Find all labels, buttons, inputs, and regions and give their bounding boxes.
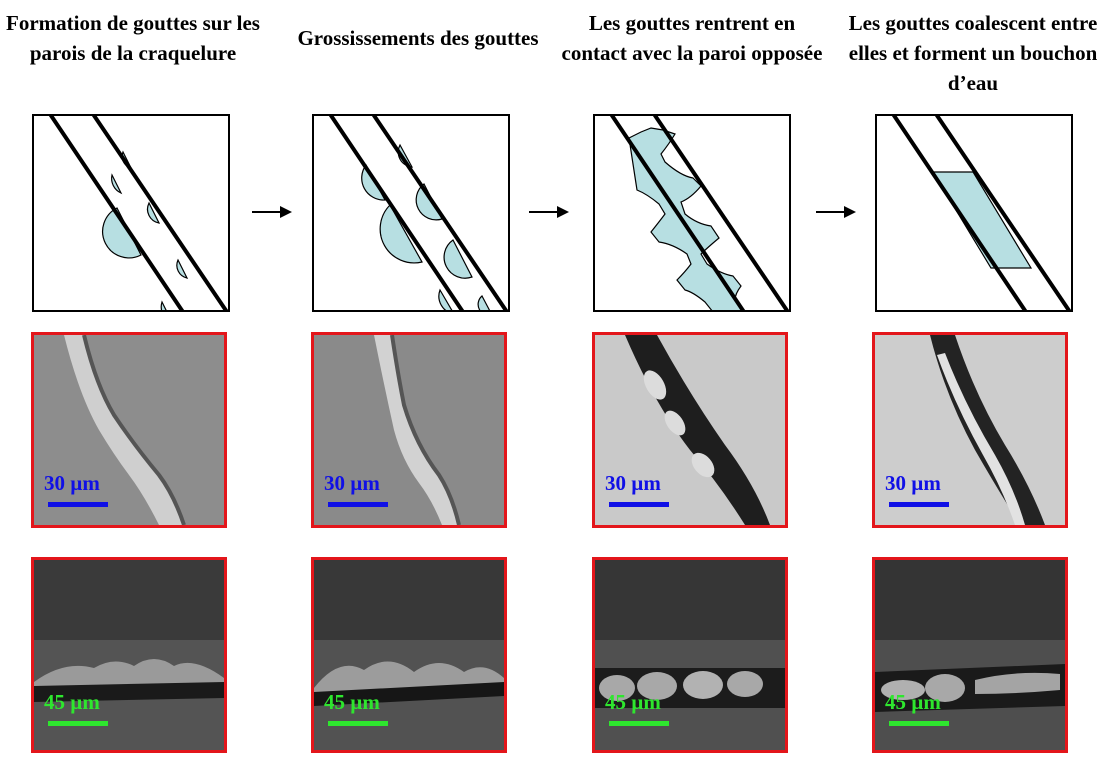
scale-label: 30 µm: [44, 471, 100, 495]
arrow-right-icon: [529, 206, 569, 218]
micrograph-stage-2: 30 µm: [311, 332, 507, 528]
cryo-image-stage-3: 45 µm: [592, 557, 788, 753]
scale-label: 30 µm: [885, 471, 941, 495]
crack-wall: [891, 114, 1028, 312]
scale-label: 45 µm: [605, 690, 661, 714]
stage-1-title: Formation de gouttes sur les parois de l…: [6, 11, 260, 65]
schematic-stage-2: [312, 114, 510, 312]
stage-3-title: Les gouttes rentrent en contact avec la …: [561, 11, 823, 65]
droplet: [477, 295, 492, 312]
crack-wall: [328, 114, 465, 312]
droplet: [146, 201, 161, 224]
droplet: [397, 143, 414, 168]
micrograph-stage-1: 30 µm: [31, 332, 227, 528]
crack-wall: [609, 114, 746, 312]
stage-4-title: Les gouttes coalescent entre elles et fo…: [848, 11, 1098, 95]
droplet: [160, 300, 168, 312]
micrograph-stage-3: 30 µm: [592, 332, 788, 528]
crack-wall: [371, 114, 509, 312]
crack-wall: [652, 114, 790, 312]
scale-bar: [328, 721, 388, 726]
cryo-image-stage-2: 45 µm: [311, 557, 507, 753]
scale-bar: [48, 502, 108, 507]
scale-label: 30 µm: [324, 471, 380, 495]
crack-wall: [934, 114, 1072, 312]
scale-label: 45 µm: [885, 690, 941, 714]
crack-wall: [91, 114, 229, 312]
droplet: [443, 239, 473, 279]
scale-bar: [328, 502, 388, 507]
scale-bar: [609, 502, 669, 507]
cryo-image-stage-1: 45 µm: [31, 557, 227, 753]
droplet: [102, 207, 142, 259]
arrow-right-icon: [816, 206, 856, 218]
droplet: [438, 288, 454, 312]
scale-label: 45 µm: [44, 690, 100, 714]
droplet: [176, 258, 189, 279]
cryo-image-stage-4: 45 µm: [872, 557, 1068, 753]
droplet: [415, 183, 443, 221]
droplet: [379, 204, 423, 264]
scale-bar: [48, 721, 108, 726]
stage-2-title: Grossissements des gouttes: [297, 26, 539, 50]
scale-label: 30 µm: [605, 471, 661, 495]
scale-label: 45 µm: [324, 690, 380, 714]
schematic-stage-3: [593, 114, 791, 312]
crack-wall: [48, 114, 185, 312]
droplet: [361, 163, 386, 201]
micrograph-stage-4: 30 µm: [872, 332, 1068, 528]
water-plug: [931, 171, 1033, 269]
schematic-stage-4: [875, 114, 1073, 312]
water-bridge: [628, 127, 744, 312]
arrow-right-icon: [252, 206, 292, 218]
scale-bar: [889, 721, 949, 726]
schematic-stage-1: [32, 114, 230, 312]
scale-bar: [609, 721, 669, 726]
droplet: [111, 173, 123, 195]
scale-bar: [889, 502, 949, 507]
